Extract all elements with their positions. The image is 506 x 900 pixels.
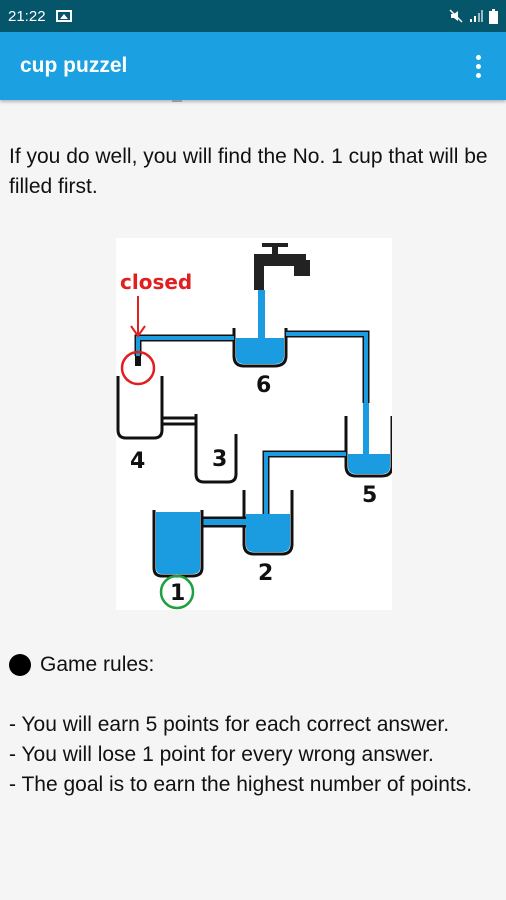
status-icons <box>449 8 498 24</box>
more-vert-icon[interactable] <box>466 51 490 81</box>
faucet-icon <box>254 243 310 290</box>
cup-label-5: 5 <box>362 483 377 508</box>
mute-icon <box>449 9 463 23</box>
cup-label-3: 3 <box>212 447 227 472</box>
app-title: cup puzzel <box>20 54 128 77</box>
answer-circle <box>159 574 195 610</box>
divider <box>172 100 182 102</box>
bullet-icon <box>9 654 31 676</box>
battery-icon <box>489 8 498 24</box>
cup-puzzle-figure: closed 6 4 3 5 2 1 <box>116 238 394 610</box>
rule-item: - You will earn 5 points for each correc… <box>9 713 450 736</box>
cup-label-1: 1 <box>170 581 185 606</box>
rule-item: - The goal is to earn the highest number… <box>9 773 473 796</box>
image-icon <box>55 10 72 22</box>
intro-text: If you do well, you will find the No. 1 … <box>9 145 488 198</box>
cup-puzzle-diagram: closed 6 4 3 5 2 1 <box>116 243 394 610</box>
cup-label-6: 6 <box>256 373 271 398</box>
rules-heading: Game rules: <box>40 653 155 676</box>
rules-section: Game rules: - You will earn 5 points for… <box>9 650 501 800</box>
status-time: 21:22 <box>8 7 46 25</box>
rule-item: - You will lose 1 point for every wrong … <box>9 743 434 766</box>
closed-label: closed <box>120 270 192 294</box>
app-bar: cup puzzel <box>0 32 506 100</box>
status-bar: 21:22 <box>0 0 506 32</box>
signal-icon <box>470 10 483 22</box>
cup-label-4: 4 <box>130 449 145 474</box>
rules-heading-row: Game rules: <box>9 650 501 680</box>
cup-label-2: 2 <box>258 561 273 586</box>
